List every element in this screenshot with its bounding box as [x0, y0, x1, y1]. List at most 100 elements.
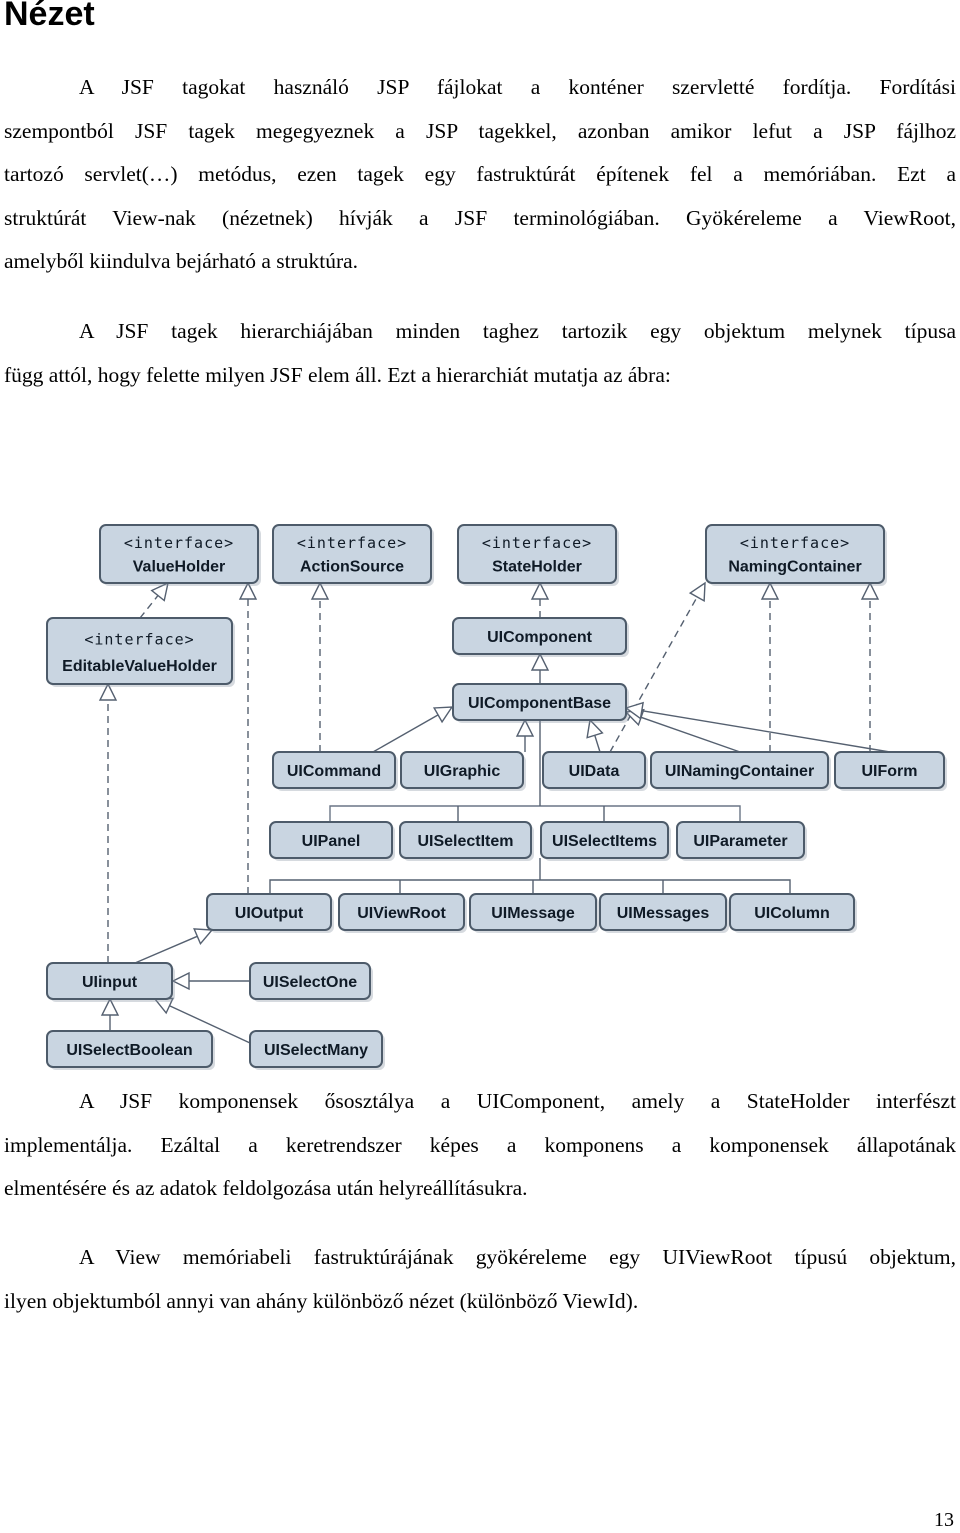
stereotype-label: <interface> — [740, 534, 850, 552]
naming-container-box: <interface> NamingContainer — [705, 524, 887, 586]
text-line: struktúrát View-nak (nézetnek) hívják a … — [4, 205, 956, 230]
box-body — [99, 524, 259, 584]
text-line: A JSF komponensek ősosztálya a UICompone… — [79, 1089, 956, 1113]
paragraph-hierarchy: A JSF tagek hierarchiájában minden taghe… — [4, 310, 956, 397]
uinaming-container-box: UINamingContainer — [650, 751, 831, 791]
value-holder-box: <interface> ValueHolder — [99, 524, 261, 586]
class-name-label: UICommand — [287, 763, 381, 780]
stereotype-label: <interface> — [482, 534, 592, 552]
box-body — [46, 962, 173, 1000]
implements-line — [139, 595, 159, 619]
box-body — [269, 821, 393, 859]
section-title: Nézet — [4, 0, 95, 33]
class-name-label: UIViewRoot — [357, 905, 446, 922]
box-body — [729, 893, 855, 931]
class-name-label: UIMessages — [617, 905, 710, 922]
stereotype-label: <interface> — [124, 534, 234, 552]
uiparameter-box: UIParameter — [676, 821, 807, 861]
paragraph-viewroot: A View memóriabeli fastruktúrájának gyök… — [4, 1236, 956, 1323]
class-name-label: UIOutput — [235, 905, 304, 922]
text-line: elmentésére és az adatok feldolgozása ut… — [4, 1176, 528, 1200]
uiselect-items-box: UISelectItems — [540, 821, 671, 861]
text-line: függ attól, hogy felette milyen JSF elem… — [4, 362, 671, 387]
class-name-label: UISelectItem — [417, 833, 513, 850]
class-name-label: UIinput — [82, 974, 138, 991]
text-line: implementálja. Ezáltal a keretrendszer k… — [4, 1132, 956, 1157]
text-line: amelyből kiindulva bejárható a struktúra… — [4, 249, 359, 273]
uiview-root-box: UIViewRoot — [338, 893, 467, 933]
class-name-label: UIColumn — [754, 905, 830, 922]
box-body — [249, 1030, 383, 1068]
box-body — [540, 821, 669, 859]
class-name-label: UISelectOne — [263, 974, 357, 991]
text-line: A View memóriabeli fastruktúrájának gyök… — [79, 1245, 956, 1269]
box-body — [542, 751, 646, 789]
extends-line — [134, 935, 198, 964]
text-line: A JSF tagokat használó JSP fájlokat a ko… — [79, 75, 956, 99]
stereotype-label: <interface> — [84, 630, 194, 648]
state-holder-box: <interface> StateHolder — [457, 524, 619, 586]
box-body — [46, 617, 233, 685]
extends-line — [641, 709, 891, 753]
uiselect-item-box: UISelectItem — [399, 821, 534, 861]
uigraphic-box: UIGraphic — [400, 751, 526, 791]
stereotype-label: <interface> — [297, 534, 407, 552]
uicolumn-box: UIColumn — [729, 893, 857, 933]
class-name-label: ValueHolder — [133, 558, 225, 575]
text-line: A JSF tagek hierarchiájában minden taghe… — [79, 319, 956, 343]
uiselect-many-box: UISelectMany — [249, 1030, 385, 1070]
class-name-label: UIMessage — [491, 905, 575, 922]
paragraph-uicomponent: A JSF komponensek ősosztálya a UICompone… — [4, 1080, 956, 1211]
box-body — [599, 893, 727, 931]
box-body — [650, 751, 829, 789]
implements-line — [609, 596, 698, 753]
class-name-label: UIData — [569, 763, 620, 780]
class-name-label: UISelectMany — [264, 1042, 368, 1059]
class-name-label: UIGraphic — [424, 763, 501, 780]
box-body — [705, 524, 885, 584]
uiform-box: UIForm — [834, 751, 947, 791]
class-hierarchy-diagram: <interface> ValueHolder <interface>ActionS… — [26, 500, 958, 1074]
class-name-label: UIParameter — [693, 833, 787, 850]
extends-line — [169, 1005, 251, 1044]
uidata-box: UIData — [542, 751, 648, 791]
class-name-label: UIComponent — [487, 629, 593, 646]
box-body — [469, 893, 597, 931]
uioutput-box: UIOutput — [206, 893, 334, 933]
inheritance-arrowhead — [310, 581, 330, 600]
class-name-label: UISelectItems — [552, 833, 657, 850]
editable-value-holder-box: <interface> EditableValueHolder — [46, 617, 235, 687]
box-body — [46, 1030, 213, 1068]
box-body — [272, 751, 396, 789]
extends-line — [640, 716, 741, 753]
inheritance-arrowhead — [688, 581, 706, 603]
uimessages-box: UIMessages — [599, 893, 729, 933]
uicomponent-box: UIComponent — [452, 617, 629, 657]
diagram-boxes: <interface> ValueHolder <interface>ActionS… — [46, 524, 947, 1070]
extends-line — [372, 714, 439, 753]
class-name-label: UIPanel — [302, 833, 361, 850]
inheritance-arrowhead — [860, 581, 880, 600]
box-body — [206, 893, 332, 931]
class-name-label: UIComponentBase — [468, 695, 611, 712]
box-body — [676, 821, 805, 859]
class-name-label: UINamingContainer — [665, 763, 814, 780]
box-body — [834, 751, 945, 789]
inheritance-arrowhead — [760, 581, 780, 600]
text-line: szempontból JSF tagek megegyeznek a JSP … — [4, 118, 956, 143]
uimessage-box: UIMessage — [469, 893, 599, 933]
box-body — [338, 893, 465, 931]
class-name-label: StateHolder — [492, 558, 582, 575]
uicommand-box: UICommand — [272, 751, 398, 791]
box-body — [399, 821, 532, 859]
class-name-label: NamingContainer — [728, 558, 861, 575]
action-source-box: <interface>ActionSource — [272, 524, 434, 586]
inheritance-arrowhead — [98, 682, 118, 701]
uiselect-boolean-box: UISelectBoolean — [46, 1030, 215, 1070]
class-name-label: UISelectBoolean — [66, 1042, 192, 1059]
box-body — [452, 617, 627, 655]
box-body — [400, 751, 524, 789]
text-line: tartozó servlet(…) metódus, ezen tagek e… — [4, 162, 956, 186]
paragraph-intro: A JSF tagokat használó JSP fájlokat a ko… — [4, 66, 956, 284]
class-name-label: EditableValueHolder — [62, 658, 217, 675]
